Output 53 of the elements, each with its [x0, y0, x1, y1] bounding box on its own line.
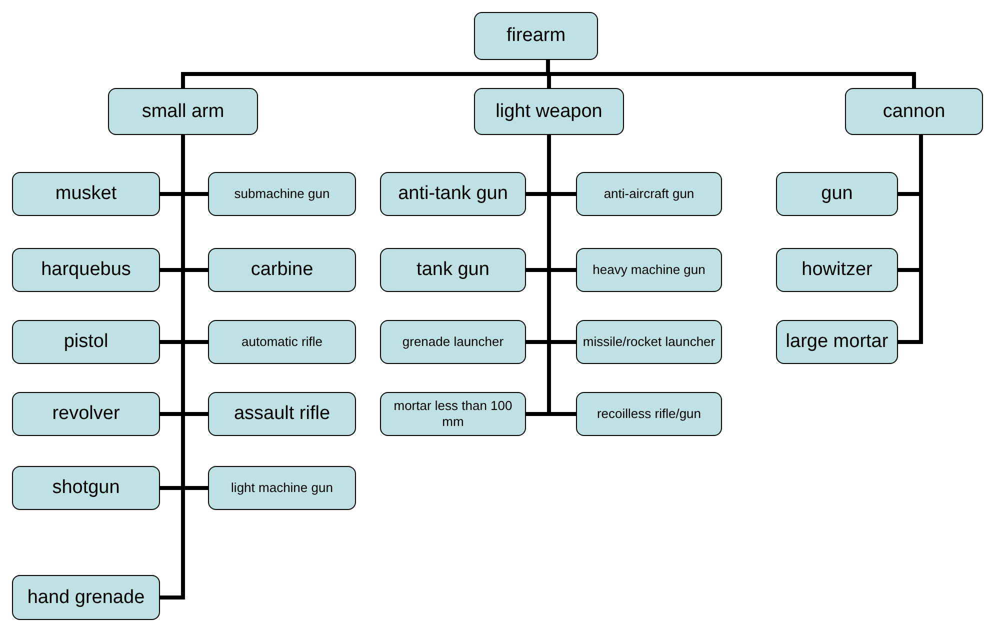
category-label: large mortar: [786, 330, 888, 354]
category-box: [845, 88, 983, 135]
category-box: [12, 320, 160, 364]
category-box: [380, 248, 526, 292]
category-label: grenade launcher: [402, 334, 504, 350]
category-label: mortar less than 100 mm: [392, 398, 514, 430]
category-box: [12, 575, 160, 620]
category-label: light machine gun: [231, 480, 333, 496]
category-label: tank gun: [416, 258, 490, 282]
category-label: pistol: [64, 330, 108, 354]
category-box: [208, 320, 356, 364]
category-label: firearm: [506, 24, 566, 48]
category-box: [576, 172, 722, 216]
category-label: missile/rocket launcher: [582, 334, 716, 350]
category-box: [576, 248, 722, 292]
category-box: [380, 320, 526, 364]
category-label: cannon: [882, 100, 946, 124]
category-box: [208, 248, 356, 292]
connector-line: [160, 135, 185, 600]
category-label: submachine gun: [234, 186, 330, 202]
category-box: [576, 320, 722, 364]
category-label: revolver: [52, 402, 120, 426]
category-label: automatic rifle: [242, 334, 322, 350]
category-box: [776, 320, 898, 364]
category-box: [380, 392, 526, 436]
category-label: musket: [55, 182, 117, 206]
category-label: carbine: [250, 258, 314, 282]
category-box: [208, 172, 356, 216]
category-box: [108, 88, 258, 135]
category-box: [776, 248, 898, 292]
category-box: [380, 172, 526, 216]
category-label: light weapon: [496, 100, 602, 124]
category-label: small arm: [142, 100, 224, 124]
category-box: [474, 12, 598, 60]
category-box: [12, 466, 160, 510]
category-label: assault rifle: [234, 402, 330, 426]
category-box: [208, 392, 356, 436]
category-label: hand grenade: [27, 586, 145, 610]
category-label: recoilless rifle/gun: [596, 406, 702, 422]
category-box: [12, 172, 160, 216]
category-label: shotgun: [52, 476, 120, 500]
category-label: howitzer: [802, 258, 872, 282]
category-label: gun: [821, 182, 853, 206]
category-box: [12, 248, 160, 292]
category-label: harquebus: [41, 258, 131, 282]
category-box: [474, 88, 624, 135]
category-box: [576, 392, 722, 436]
category-label: anti-aircraft gun: [604, 186, 694, 202]
category-label: anti-tank gun: [398, 182, 508, 206]
category-label: heavy machine gun: [592, 262, 706, 278]
category-box: [208, 466, 356, 510]
category-box: [12, 392, 160, 436]
category-box: [776, 172, 898, 216]
